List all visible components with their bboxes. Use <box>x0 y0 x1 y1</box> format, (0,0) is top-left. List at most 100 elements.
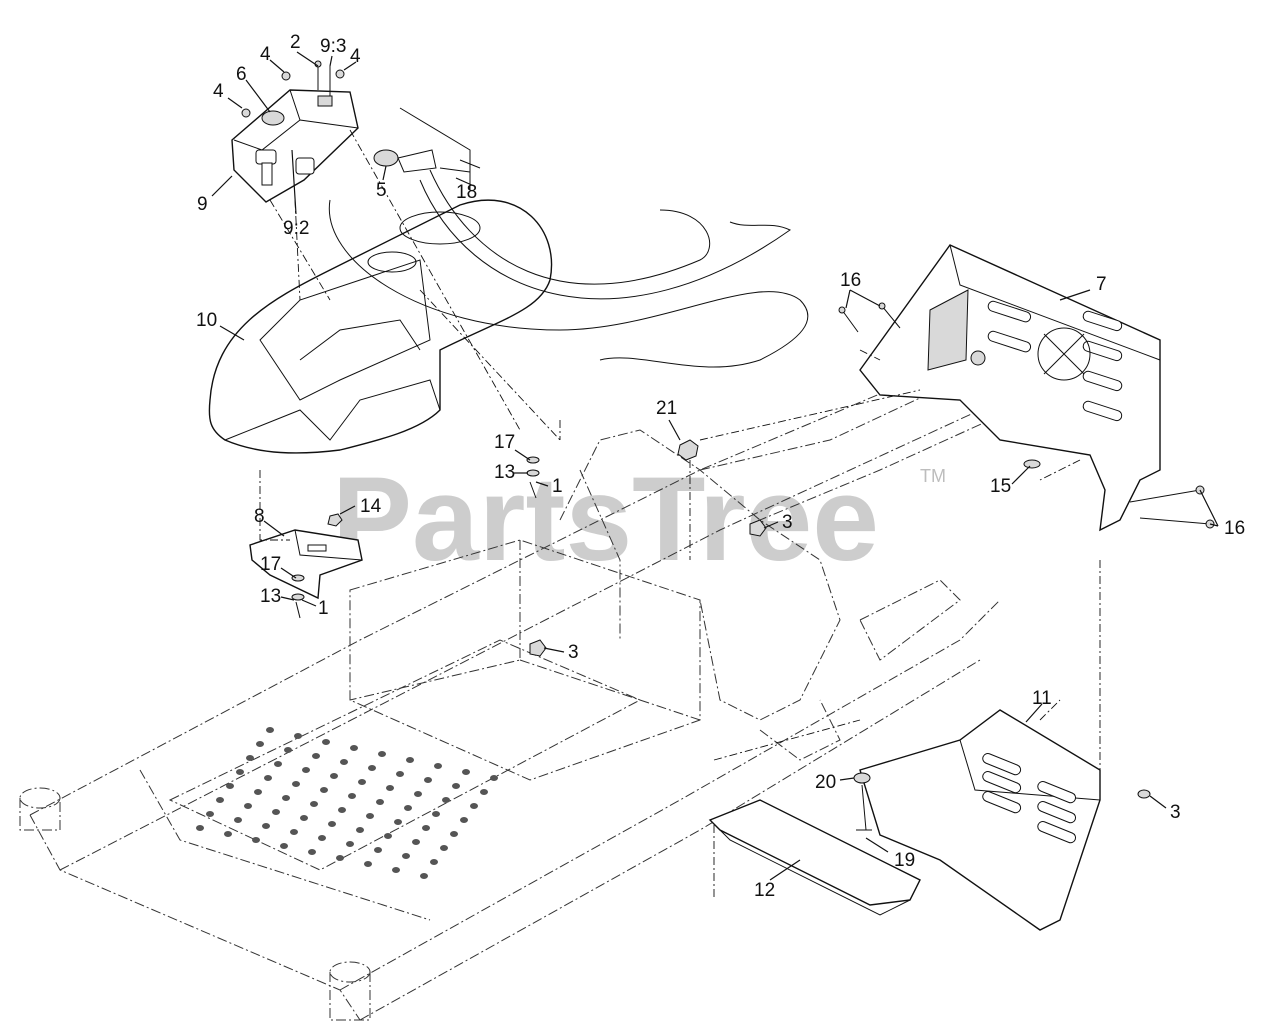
wire-harness <box>328 169 809 368</box>
floor-hole <box>234 817 242 823</box>
floor-hole <box>226 783 234 789</box>
floor-hole <box>284 747 292 753</box>
callout-16: 16 <box>840 270 861 291</box>
floor-hole <box>294 733 302 739</box>
floor-hole <box>264 775 272 781</box>
floor-hole <box>348 793 356 799</box>
callout-labels: 2 9:3 4 4 4 6 9 5 18 9:2 10 7 16 16 21 1… <box>196 32 1245 901</box>
floor-hole <box>490 775 498 781</box>
floor-hole <box>480 789 488 795</box>
floor-hole <box>412 839 420 845</box>
floor-hole <box>244 803 252 809</box>
floor-hole <box>320 787 328 793</box>
callout-18: 18 <box>456 182 477 203</box>
floor-hole <box>206 811 214 817</box>
key-switch <box>373 107 471 190</box>
floor-hole <box>434 763 442 769</box>
rear-plate <box>859 244 1161 532</box>
floor-hole <box>246 755 254 761</box>
floor-hole <box>262 823 270 829</box>
control-panel <box>231 89 359 203</box>
floor-hole <box>282 795 290 801</box>
floor-hole <box>322 739 330 745</box>
callout-1: 1 <box>318 598 329 619</box>
callout-17: 17 <box>260 554 281 575</box>
floor-hole <box>266 727 274 733</box>
heel-plate <box>859 709 1101 931</box>
callout-17: 17 <box>494 432 515 453</box>
floor-hole <box>430 859 438 865</box>
floor-hole <box>290 829 298 835</box>
floor-hole <box>280 843 288 849</box>
callout-15: 15 <box>990 476 1011 497</box>
callout-9: 9 <box>197 194 208 215</box>
floor-hole <box>442 797 450 803</box>
callout-4: 4 <box>350 46 361 67</box>
callout-9-3: 9:3 <box>320 36 346 57</box>
floor-hole <box>356 827 364 833</box>
floor-hole <box>404 805 412 811</box>
floor-hole <box>394 819 402 825</box>
floor-hole <box>308 849 316 855</box>
mower-frame <box>19 359 1001 1021</box>
mount-bracket <box>249 529 363 600</box>
hardware <box>241 60 1215 831</box>
floor-hole <box>330 773 338 779</box>
callout-4: 4 <box>260 44 271 65</box>
floor-hole <box>272 809 280 815</box>
callout-6: 6 <box>236 64 247 85</box>
floor-plate <box>708 799 921 916</box>
callout-1: 1 <box>552 476 563 497</box>
floor-hole <box>358 779 366 785</box>
floor-hole <box>254 789 262 795</box>
floor-hole <box>346 841 354 847</box>
callout-7: 7 <box>1096 274 1107 295</box>
floor-hole <box>318 835 326 841</box>
floor-hole <box>328 821 336 827</box>
callout-19: 19 <box>894 850 915 871</box>
floor-hole <box>414 791 422 797</box>
callout-3: 3 <box>568 642 579 663</box>
floor-hole <box>460 817 468 823</box>
floor-hole <box>366 813 374 819</box>
floor-hole <box>274 761 282 767</box>
callout-13: 13 <box>260 586 281 607</box>
floor-hole <box>252 837 260 843</box>
floor-hole <box>224 831 232 837</box>
floor-hole <box>310 801 318 807</box>
watermark-text: PartsTree <box>332 452 879 586</box>
callout-3: 3 <box>782 512 793 533</box>
floor-hole <box>374 847 382 853</box>
assembly-lines <box>259 129 1101 900</box>
callout-20: 20 <box>815 772 836 793</box>
floor-hole <box>376 799 384 805</box>
floor-hole <box>424 777 432 783</box>
watermark: PartsTree TM <box>332 452 946 586</box>
floor-hole <box>386 785 394 791</box>
floor-hole <box>392 867 400 873</box>
callout-9-2: 9:2 <box>283 218 309 239</box>
floor-hole <box>312 753 320 759</box>
callout-3: 3 <box>1170 802 1181 823</box>
callout-14: 14 <box>360 496 382 517</box>
floor-hole <box>462 769 470 775</box>
floor-hole <box>406 757 414 763</box>
fuel-tank <box>208 199 553 454</box>
callout-21: 21 <box>656 398 677 419</box>
callout-10: 10 <box>196 310 217 331</box>
callout-13: 13 <box>494 462 515 483</box>
callout-12: 12 <box>754 880 775 901</box>
floor-hole <box>350 745 358 751</box>
floor-hole <box>216 797 224 803</box>
callout-5: 5 <box>376 180 387 201</box>
floor-hole <box>384 833 392 839</box>
callout-8: 8 <box>254 506 265 527</box>
floor-hole <box>256 741 264 747</box>
callout-2: 2 <box>290 32 301 53</box>
floor-perforations <box>196 727 498 879</box>
floor-hole <box>450 831 458 837</box>
floor-hole <box>402 853 410 859</box>
leader-lines <box>211 51 1219 881</box>
floor-hole <box>422 825 430 831</box>
